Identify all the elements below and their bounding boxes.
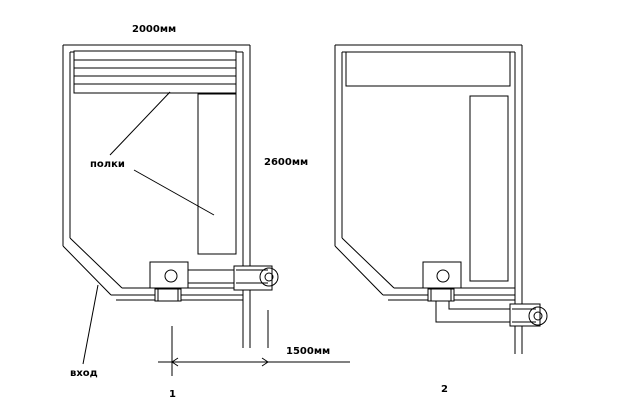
shelves-label: полки [90,159,125,170]
plan1-stove [149,261,189,302]
variant-2-label: 2 [441,384,448,395]
plan1-flue-pipe [188,265,279,291]
plan2-stove [422,261,462,302]
plan1-offset-dimension [158,326,350,376]
plan-variant-2: 2 [334,44,548,395]
plan1-right-wall [242,45,251,348]
plan2-left-wall [334,45,343,246]
offset-dimension-label: 1500мм [286,346,330,357]
plan1-ground-line [116,299,269,348]
plan1-shelf-block [73,50,237,94]
plan1-shelf-leader-2 [133,169,215,216]
plan1-vertical-shelf [197,93,237,255]
plan1-entrance-leader [82,284,99,365]
height-dimension-label: 2600мм [264,157,308,168]
plan1-shelf-leader-1 [109,91,171,156]
plan2-top-shelf [345,51,511,87]
plan1-entrance-wall [62,237,123,296]
plan2-entrance-wall [334,237,395,296]
width-dimension-label: 2000мм [132,24,176,35]
variant-1-label: 1 [169,389,176,400]
entrance-label: вход [70,368,98,379]
plan1-left-wall [62,45,71,246]
plan2-top-wall [335,44,522,53]
plan2-vertical-shelf [469,95,509,282]
plan2-flue-pipe [435,301,548,327]
plan-variant-1: 2000мм 2600мм полки вход 1500мм 1 [62,24,350,400]
